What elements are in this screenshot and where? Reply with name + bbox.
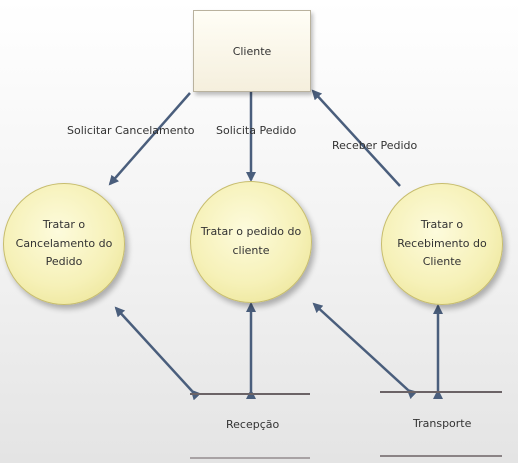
flow-label-solicitar-cancelamento: Solicitar Cancelamento	[67, 124, 195, 137]
flow-label-solicita-pedido: Solicita Pedido	[216, 124, 297, 137]
process-tratar-recebimento[interactable]: Tratar o Recebimento do Cliente	[381, 183, 503, 305]
flow-arrow-cancelamento-recepcao	[114, 306, 202, 401]
process-label: Tratar o Cancelamento do Pedido	[15, 217, 113, 269]
flow-label-receber-pedido: Receber Pedido	[332, 139, 418, 152]
flow-arrow-receber-pedido	[311, 89, 401, 187]
process-tratar-pedido[interactable]: Tratar o pedido do cliente	[190, 181, 312, 303]
datastore-label-transporte: Transporte	[413, 417, 472, 430]
process-label: Tratar o Recebimento do Cliente	[397, 217, 487, 269]
flow-arrow-pedido-transporte	[312, 302, 418, 400]
process-label: Tratar o pedido do cliente	[200, 225, 302, 257]
process-tratar-cancelamento[interactable]: Tratar o Cancelamento do Pedido	[3, 183, 125, 305]
flow-arrow-solicitar-cancelamento	[108, 92, 191, 186]
entity-label: Cliente	[232, 44, 272, 58]
datastore-label-recepcao: Recepção	[226, 418, 280, 431]
external-entity-cliente[interactable]: Cliente	[193, 10, 311, 92]
